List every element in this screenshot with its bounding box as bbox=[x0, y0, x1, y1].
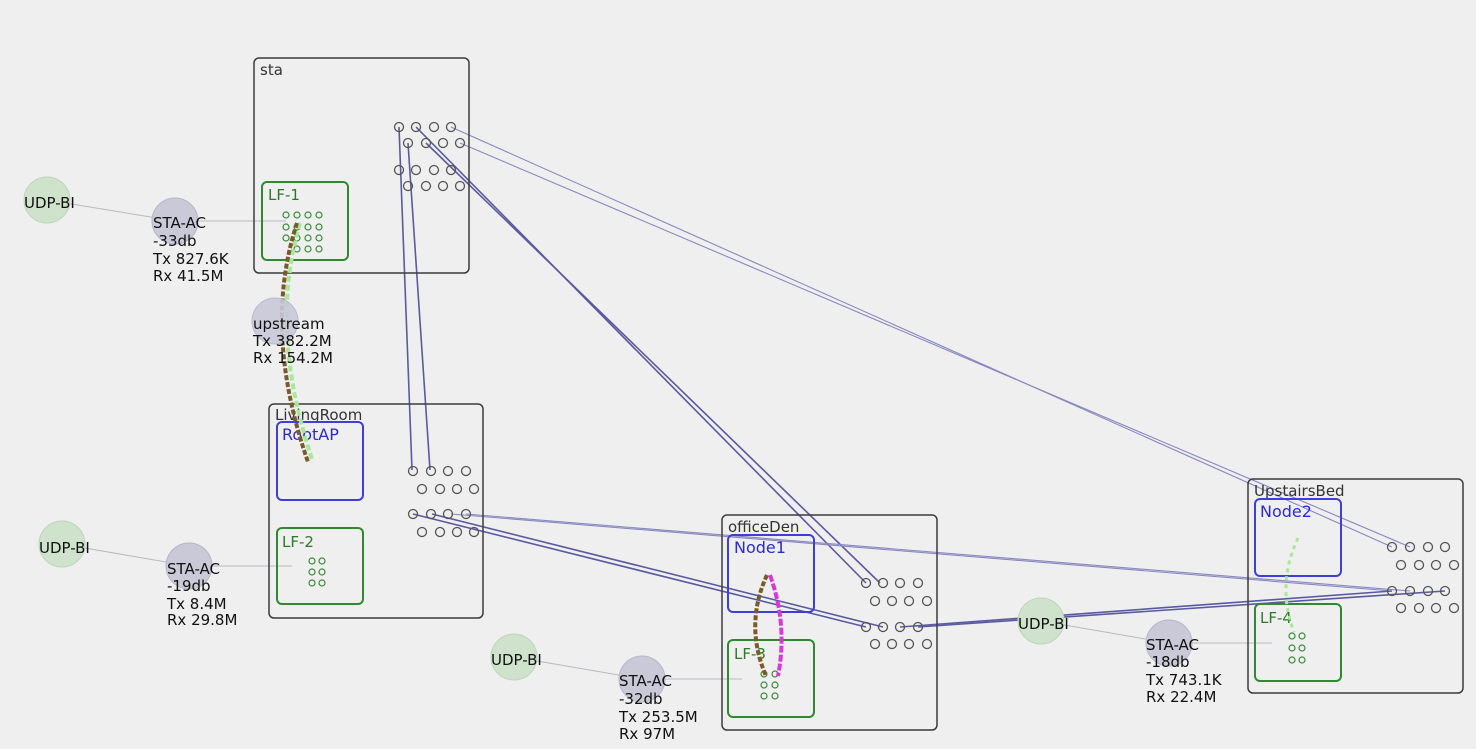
station-signal: -33db bbox=[153, 232, 197, 250]
radio-lf2-label: LF-2 bbox=[282, 533, 314, 551]
group-livingroom[interactable]: LivingRoom RootAP LF-2 bbox=[268, 403, 484, 619]
link-sta-livingroom-2[interactable] bbox=[407, 142, 431, 471]
radio-lf1-box bbox=[261, 181, 349, 261]
radio-lf2[interactable]: LF-2 bbox=[276, 527, 364, 605]
ap-node1-box bbox=[727, 534, 815, 613]
station-node-circle bbox=[165, 542, 213, 590]
station-tx: Tx 743.1K bbox=[1145, 671, 1223, 689]
udp-node[interactable]: UDP-BI bbox=[38, 520, 90, 568]
station-node[interactable]: STA-AC -33db Tx 827.6K Rx 41.5M bbox=[151, 197, 230, 285]
radio-lf2-ports bbox=[308, 557, 326, 587]
group-livingroom-box bbox=[268, 403, 484, 619]
radio-lf2-box bbox=[276, 527, 364, 605]
link-officeden-upstairs-1[interactable] bbox=[899, 590, 1393, 628]
station-name: STA-AC bbox=[1146, 636, 1199, 654]
port-grid[interactable] bbox=[1386, 541, 1460, 614]
port-grid[interactable] bbox=[407, 465, 480, 538]
group-upstairsbed[interactable]: UpstairsBed Node2 LF-4 bbox=[1247, 478, 1464, 694]
udp-node-circle bbox=[1017, 597, 1065, 645]
station-signal: -18db bbox=[1146, 653, 1190, 671]
station-node[interactable]: STA-AC -32db Tx 253.5M Rx 97M bbox=[618, 655, 698, 743]
station-links bbox=[46, 199, 1272, 680]
ap-rootap-label: RootAP bbox=[282, 425, 339, 444]
link-sta-officeden-2[interactable] bbox=[425, 142, 881, 584]
radio-lf4-ports bbox=[1288, 632, 1306, 664]
group-upstairsbed-box bbox=[1247, 478, 1464, 694]
ap-node2-label: Node2 bbox=[1260, 502, 1312, 521]
radio-lf1-label: LF-1 bbox=[268, 186, 300, 204]
radio-lf4-box bbox=[1254, 603, 1342, 682]
udp-node-label: UDP-BI bbox=[39, 539, 90, 557]
station-signal: -19db bbox=[167, 577, 211, 595]
radio-lf1[interactable]: LF-1 bbox=[261, 181, 349, 261]
upstream-tx: Tx 382.2M bbox=[252, 332, 332, 350]
upstream-node[interactable]: upstream Tx 382.2M Rx 154.2M bbox=[251, 297, 333, 367]
station-name: STA-AC bbox=[153, 214, 206, 232]
radio-lf3-box bbox=[727, 639, 815, 718]
group-officeden-box bbox=[721, 514, 938, 731]
link-sta-officeden-1[interactable] bbox=[415, 126, 867, 584]
group-sta-box bbox=[253, 57, 470, 274]
station-node-circle bbox=[1145, 619, 1193, 667]
ap-node1[interactable]: Node1 bbox=[727, 534, 815, 613]
udp-node-label: UDP-BI bbox=[1018, 615, 1069, 633]
station-node-circle bbox=[618, 655, 666, 703]
radio-lf4-label: LF-4 bbox=[1260, 609, 1292, 627]
station-tx: Tx 253.5M bbox=[618, 708, 698, 726]
station-node-circle bbox=[151, 197, 199, 245]
station-rx: Rx 41.5M bbox=[153, 267, 223, 285]
upstream-rx: Rx 154.2M bbox=[253, 349, 333, 367]
udp-node-circle bbox=[23, 176, 71, 224]
link-livingroom-officeden-2[interactable] bbox=[431, 513, 884, 628]
flow-magenta-officeden bbox=[768, 574, 784, 677]
radio-lf1-ports bbox=[282, 211, 323, 253]
station-rx: Rx 29.8M bbox=[167, 611, 237, 629]
udp-node[interactable]: UDP-BI bbox=[23, 176, 75, 224]
station-tx: Tx 8.4M bbox=[166, 595, 227, 613]
ap-rootap-box bbox=[276, 421, 364, 501]
upstream-name: upstream bbox=[253, 315, 325, 333]
link-livingroom-upstairs-2[interactable] bbox=[465, 513, 1411, 592]
link-sta-livingroom-1[interactable] bbox=[398, 126, 413, 471]
ap-node2[interactable]: Node2 bbox=[1254, 498, 1342, 577]
station-signal: -32db bbox=[619, 690, 663, 708]
udp-node-circle bbox=[38, 520, 86, 568]
flow-green-upstream bbox=[284, 222, 315, 463]
link-sta-upstairs-1[interactable] bbox=[450, 126, 1393, 548]
group-officeden-label: officeDen bbox=[728, 518, 799, 536]
station-name: STA-AC bbox=[619, 672, 672, 690]
link-livingroom-officeden-1[interactable] bbox=[412, 513, 867, 628]
ap-node2-box bbox=[1254, 498, 1342, 577]
station-node[interactable]: STA-AC -18db Tx 743.1K Rx 22.4M bbox=[1145, 619, 1223, 706]
inter-group-links bbox=[398, 126, 1446, 628]
station-tx: Tx 827.6K bbox=[152, 250, 230, 268]
port-grid[interactable] bbox=[393, 121, 466, 192]
ap-rootap[interactable]: RootAP bbox=[276, 421, 364, 501]
link-officeden-upstairs-2[interactable] bbox=[917, 590, 1446, 628]
udp-node-label: UDP-BI bbox=[491, 651, 542, 669]
flow-green-upstairs bbox=[1284, 537, 1300, 633]
udp-node-label: UDP-BI bbox=[24, 194, 75, 212]
ap-node1-label: Node1 bbox=[734, 538, 786, 557]
group-sta[interactable]: sta LF-1 bbox=[253, 57, 470, 274]
station-name: STA-AC bbox=[167, 560, 220, 578]
udp-node[interactable]: UDP-BI bbox=[490, 633, 542, 681]
udp-node-circle bbox=[490, 633, 538, 681]
group-upstairsbed-label: UpstairsBed bbox=[1254, 482, 1345, 500]
udp-node[interactable]: UDP-BI bbox=[1017, 597, 1069, 645]
radio-lf4[interactable]: LF-4 bbox=[1254, 603, 1342, 682]
upstream-node-circle bbox=[251, 297, 299, 345]
group-officeden[interactable]: officeDen Node1 LF-3 bbox=[721, 514, 938, 731]
station-node[interactable]: STA-AC -19db Tx 8.4M Rx 29.8M bbox=[165, 542, 237, 629]
group-sta-label: sta bbox=[260, 61, 283, 79]
link-livingroom-upstairs-1[interactable] bbox=[450, 513, 1393, 592]
station-rx: Rx 22.4M bbox=[1146, 688, 1216, 706]
port-grid[interactable] bbox=[860, 577, 933, 650]
station-rx: Rx 97M bbox=[619, 725, 675, 743]
flow-brown-officeden bbox=[753, 574, 769, 677]
